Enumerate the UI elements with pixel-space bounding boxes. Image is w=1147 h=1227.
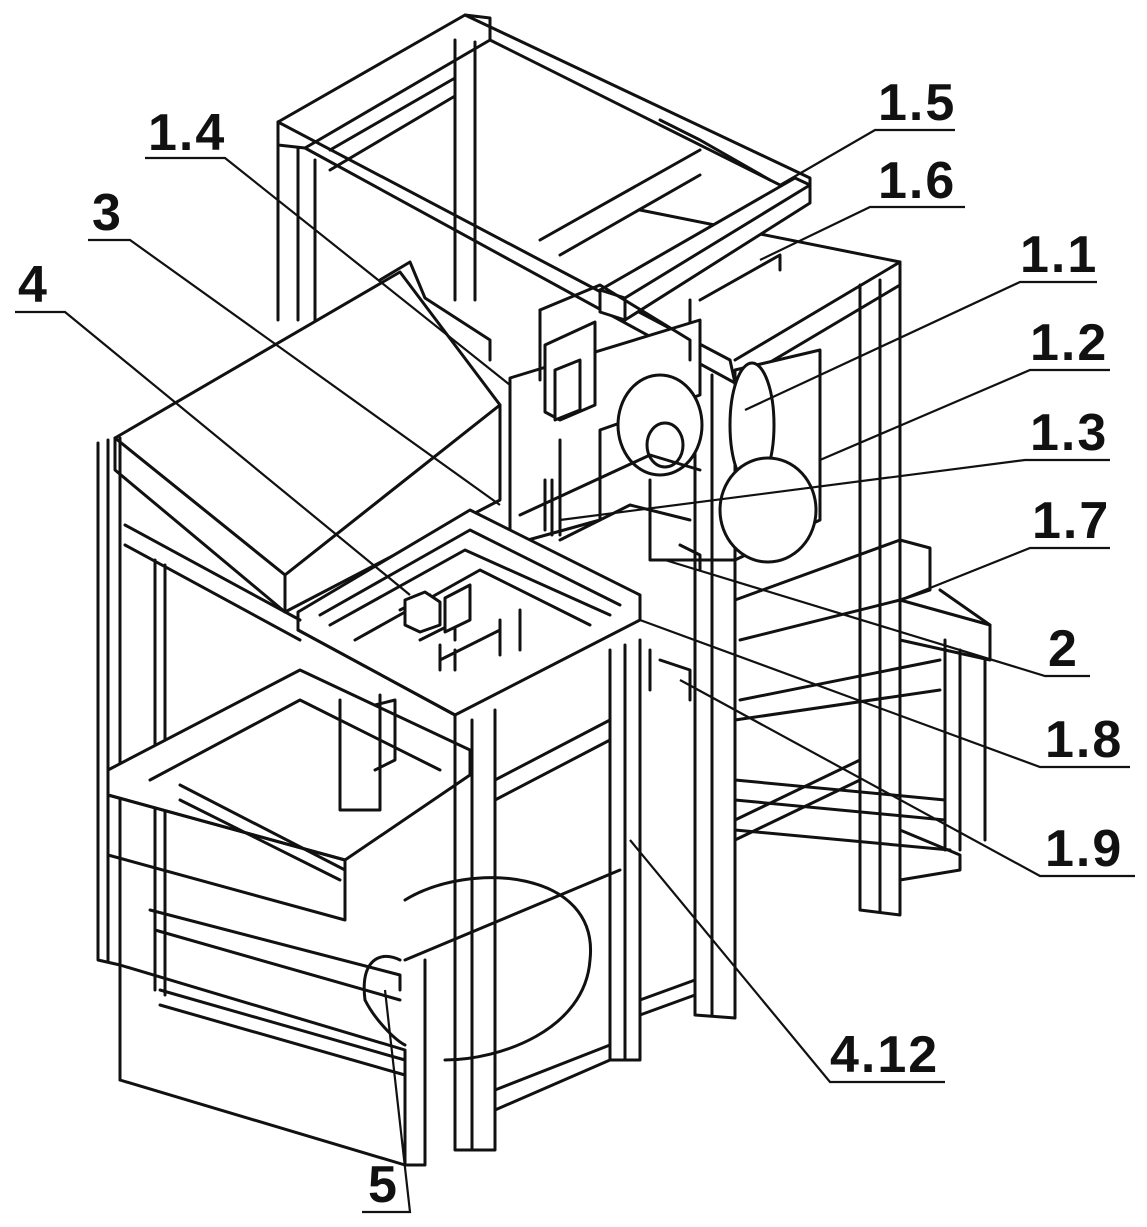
hood-box [113, 260, 502, 614]
lower-frame [96, 436, 622, 1167]
front-posts [453, 638, 697, 1152]
label-1-3: 1.3 [1030, 404, 1108, 462]
sealing-unit [508, 283, 822, 572]
label-4-12: 4.12 [830, 1026, 939, 1084]
right-posts [693, 260, 902, 1020]
label-1-7: 1.7 [1032, 492, 1110, 550]
label-1-5: 1.5 [878, 74, 956, 132]
part-labels: 1.5 1.4 3 1.6 4 1.1 1.2 1.3 1.7 2 1.8 1.… [18, 74, 1123, 1214]
label-1-4: 1.4 [148, 104, 226, 162]
label-1-1: 1.1 [1020, 226, 1098, 284]
upper-frame [276, 13, 902, 385]
label-1-8: 1.8 [1045, 711, 1123, 769]
label-1-6: 1.6 [878, 152, 956, 210]
leader-lines [15, 128, 1135, 1214]
label-4: 4 [18, 256, 49, 314]
label-1-9: 1.9 [1045, 820, 1123, 878]
label-2: 2 [1048, 620, 1079, 678]
label-5: 5 [368, 1156, 399, 1214]
label-1-2: 1.2 [1030, 314, 1108, 372]
label-3: 3 [92, 184, 123, 242]
